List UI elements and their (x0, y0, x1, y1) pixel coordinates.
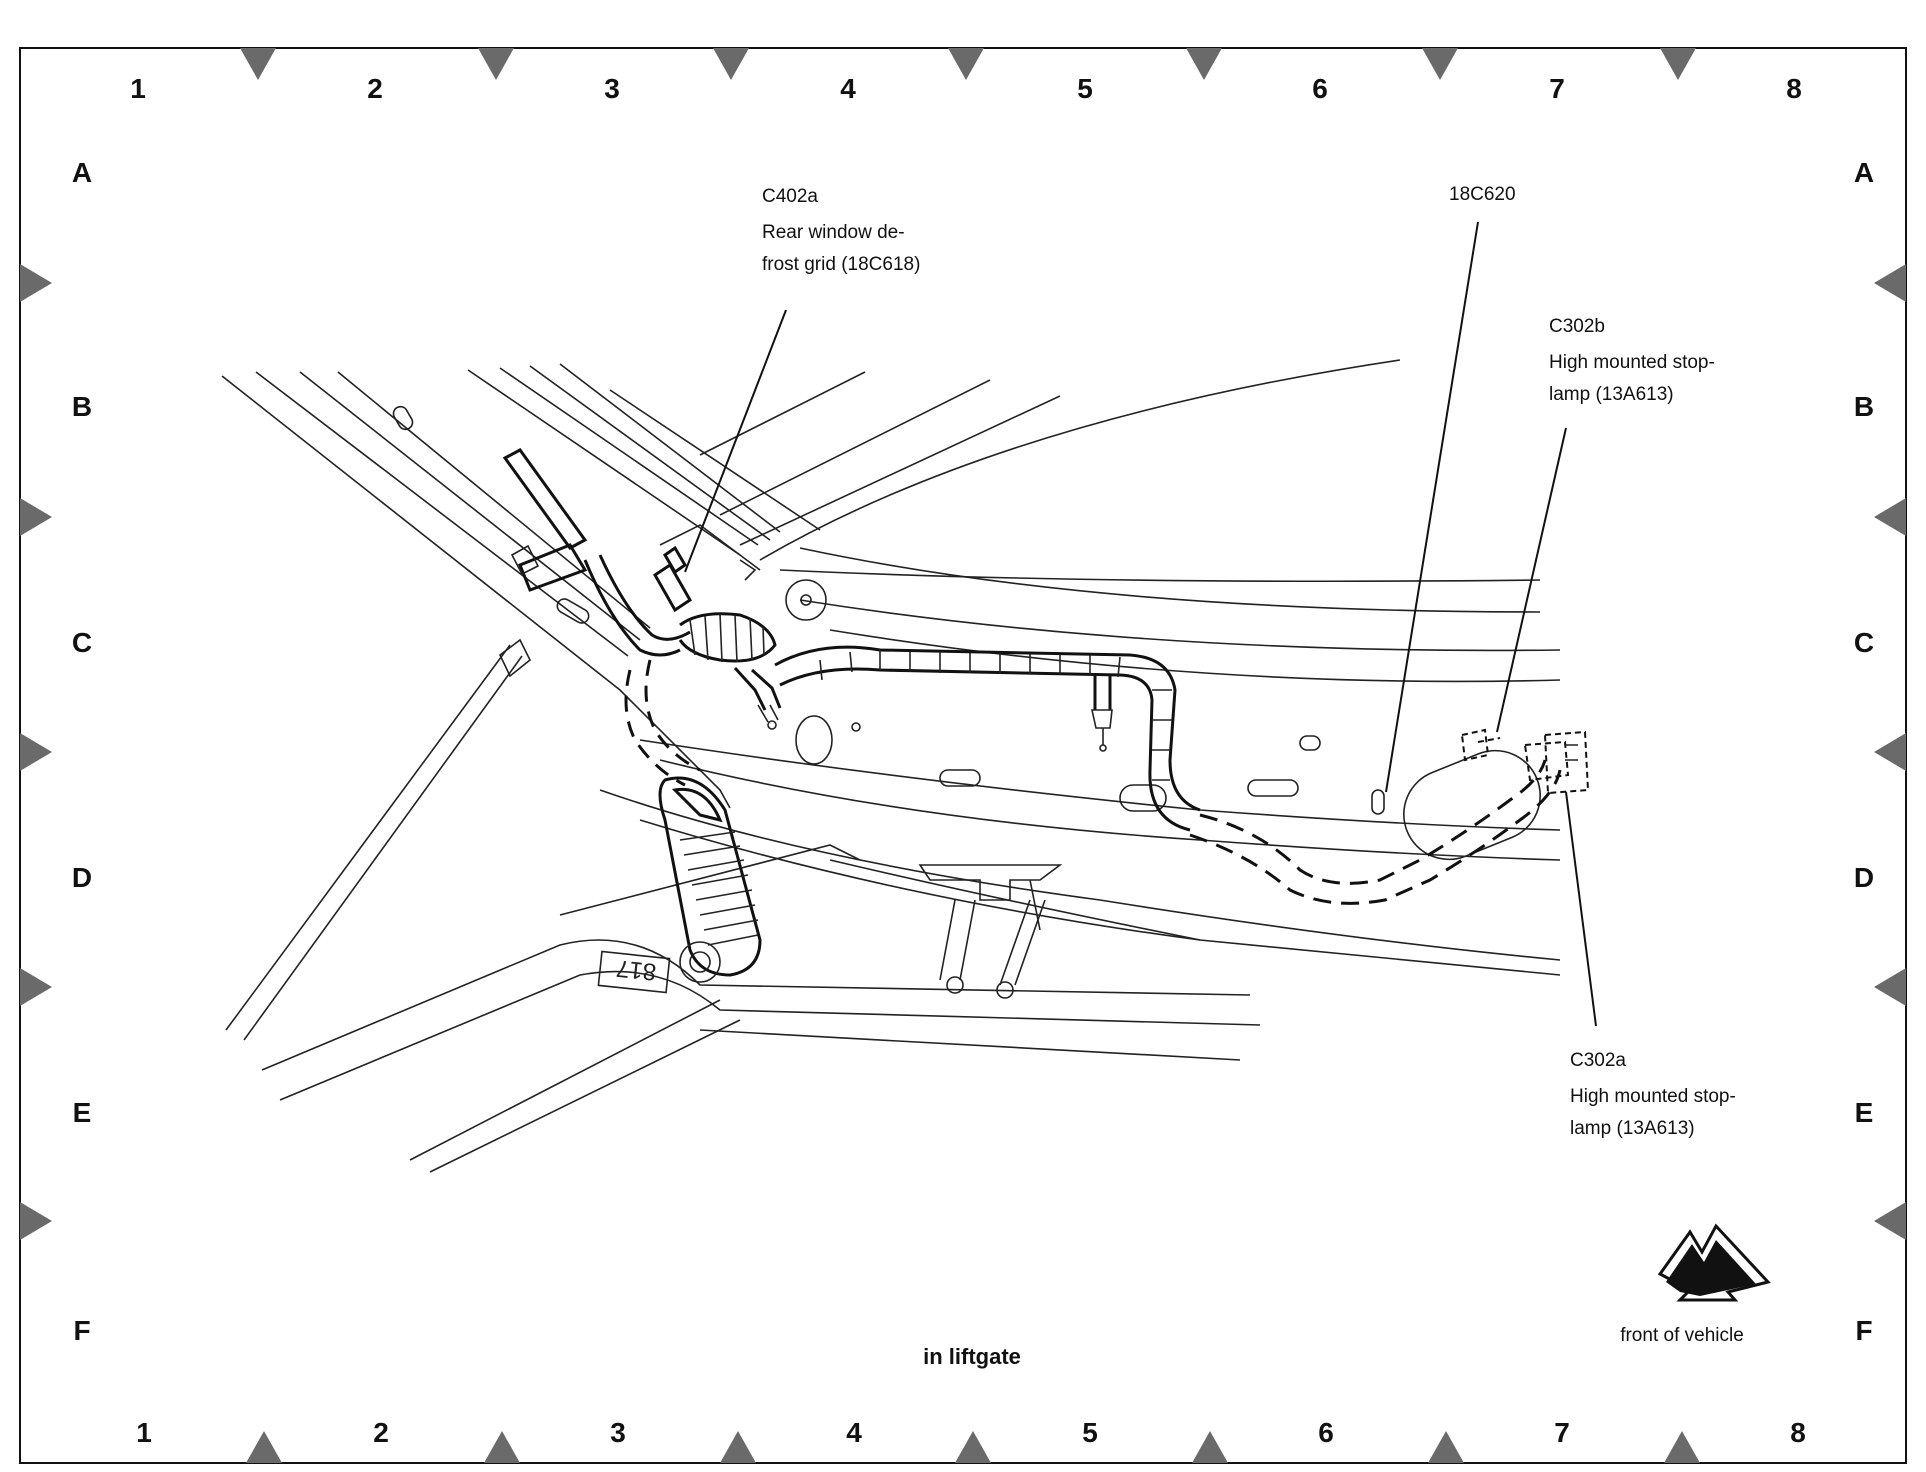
callout-c302a: C302a High mounted stop- lamp (13A613) (1570, 1050, 1736, 1139)
col-label-top: 7 (1549, 73, 1565, 104)
callout-c302b: C302b High mounted stop- lamp (13A613) (1549, 316, 1715, 405)
row-label-left: E (73, 1097, 92, 1128)
col-label-bottom: 7 (1554, 1417, 1570, 1448)
col-label-top: 3 (604, 73, 620, 104)
row-label-left: B (72, 391, 92, 422)
row-label-left: A (72, 157, 92, 188)
left-grid-markers (20, 264, 52, 1240)
col-label-top: 1 (130, 73, 146, 104)
col-label-bottom: 6 (1318, 1417, 1334, 1448)
row-label-right: F (1855, 1315, 1872, 1346)
col-label-bottom: 8 (1790, 1417, 1806, 1448)
col-label-bottom: 5 (1082, 1417, 1098, 1448)
front-of-vehicle-arrow-icon (1657, 1223, 1771, 1302)
callout-c402a: C402a Rear window de- frost grid (18C618… (762, 186, 920, 275)
col-label-bottom: 2 (373, 1417, 389, 1448)
front-of-vehicle-label: front of vehicle (1620, 1325, 1744, 1346)
row-label-right: C (1854, 627, 1874, 658)
callout-desc-line1: Rear window de- (762, 222, 905, 243)
liftgate-body-structure: 817 (221, 359, 1561, 1173)
callout-id: 18C620 (1449, 184, 1516, 205)
callout-desc-line2: lamp (13A613) (1570, 1118, 1695, 1139)
top-grid-markers (240, 48, 1696, 80)
bottom-column-labels: 1 2 3 4 5 6 7 8 (136, 1417, 1806, 1448)
wiring-harness (502, 448, 1590, 983)
callout-id: C302a (1570, 1050, 1626, 1071)
callout-id: C402a (762, 186, 818, 207)
diagram-caption: in liftgate (923, 1344, 1021, 1369)
row-label-left: C (72, 627, 92, 658)
right-row-labels: A B C D E F (1854, 157, 1874, 1346)
callout-18c620: 18C620 (1449, 184, 1516, 205)
callout-desc-line1: High mounted stop- (1549, 352, 1715, 373)
callout-leaders (684, 221, 1597, 1027)
left-row-labels: A B C D E F (72, 157, 92, 1346)
callout-desc-line1: High mounted stop- (1570, 1086, 1736, 1107)
col-label-top: 8 (1786, 73, 1802, 104)
svg-text:817: 817 (615, 954, 658, 985)
row-label-right: E (1855, 1097, 1874, 1128)
callout-desc-line2: lamp (13A613) (1549, 384, 1674, 405)
col-label-bottom: 3 (610, 1417, 626, 1448)
row-label-right: A (1854, 157, 1874, 188)
col-label-top: 6 (1312, 73, 1328, 104)
col-label-top: 4 (840, 73, 856, 104)
col-label-bottom: 4 (846, 1417, 862, 1448)
row-label-right: B (1854, 391, 1874, 422)
row-label-left: D (72, 862, 92, 893)
right-grid-markers (1874, 264, 1906, 1240)
bottom-grid-markers (246, 1431, 1700, 1463)
top-column-labels: 1 2 3 4 5 6 7 8 (130, 73, 1802, 104)
row-label-left: F (73, 1315, 90, 1346)
col-label-bottom: 1 (136, 1417, 152, 1448)
col-label-top: 2 (367, 73, 383, 104)
diagram-frame (19, 47, 1907, 1464)
callout-desc-line2: frost grid (18C618) (762, 254, 920, 275)
callout-id: C302b (1549, 316, 1605, 337)
row-label-right: D (1854, 862, 1874, 893)
col-label-top: 5 (1077, 73, 1093, 104)
